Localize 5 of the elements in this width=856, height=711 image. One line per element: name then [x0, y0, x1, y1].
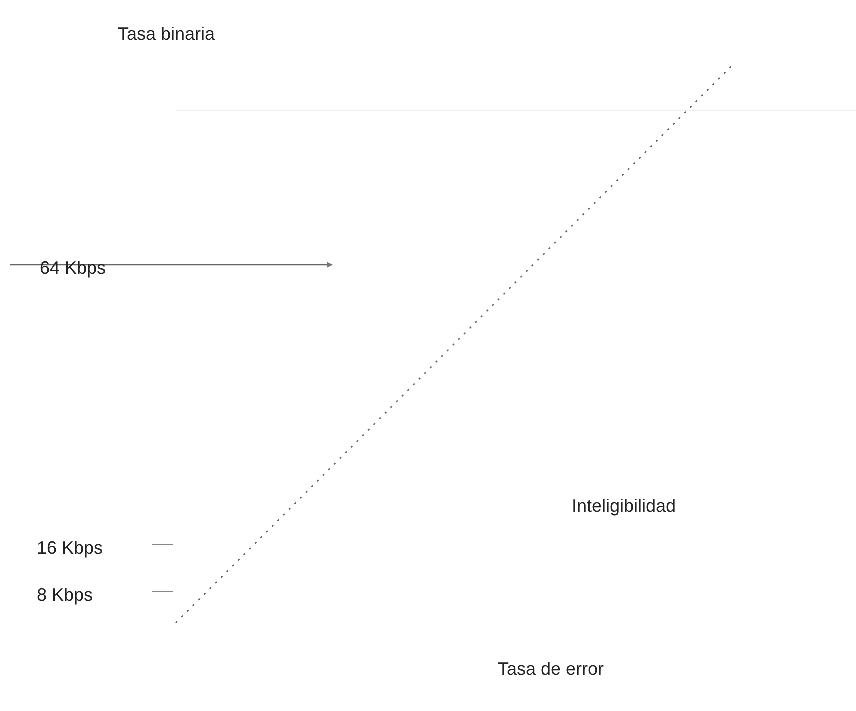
axis-title: Tasa binaria — [118, 23, 216, 45]
axis-label: 16 Kbps — [37, 537, 104, 559]
axis-label: 8 Kbps — [37, 584, 94, 606]
axis-title: Inteligibilidad — [572, 495, 676, 517]
axis-title: Tasa de error — [498, 658, 604, 680]
